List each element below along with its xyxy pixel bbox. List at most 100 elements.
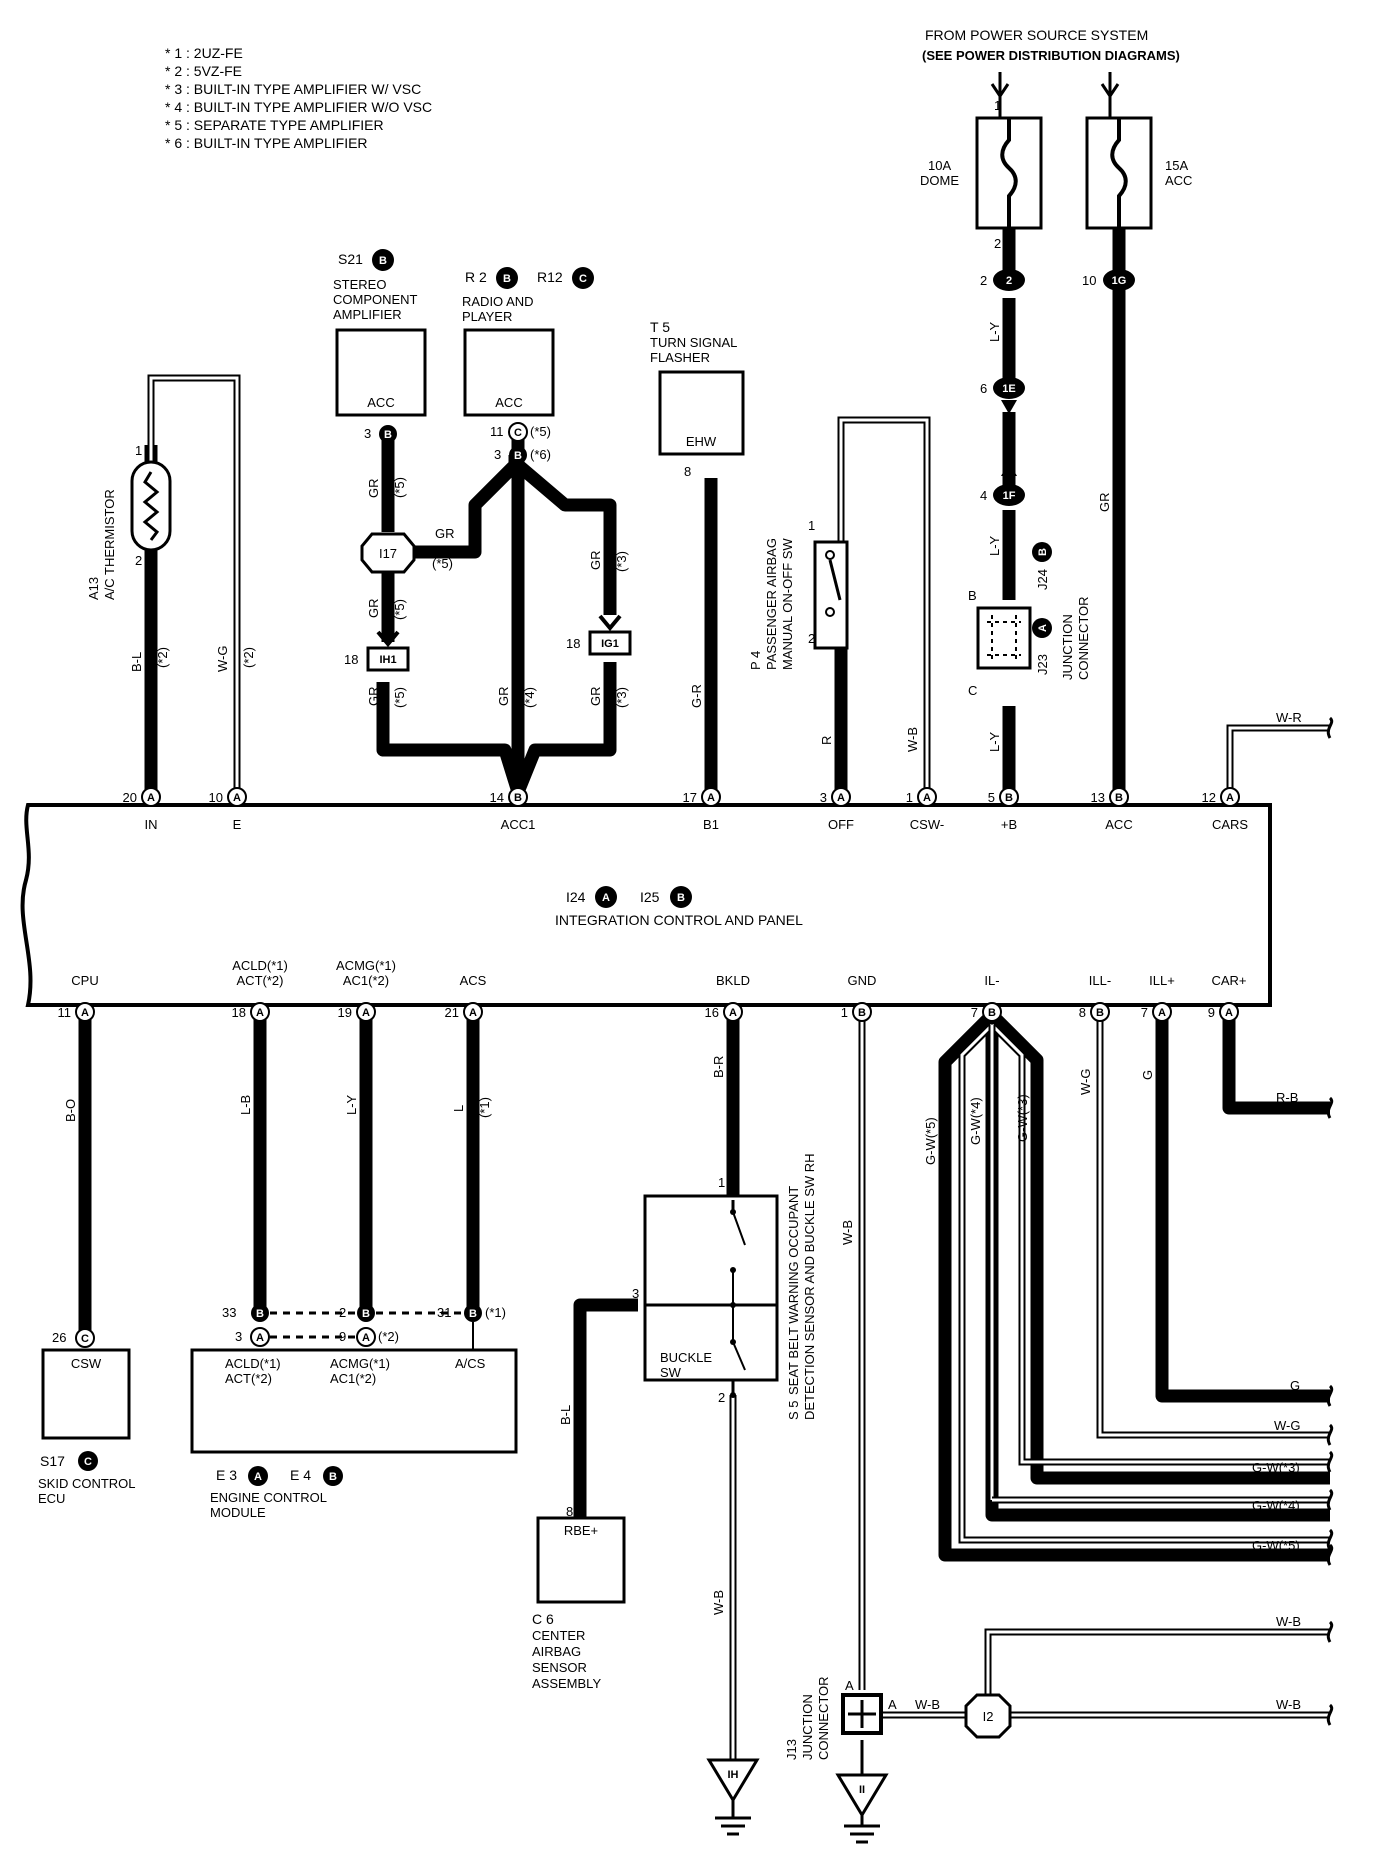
radio-conn-1: B <box>503 273 511 285</box>
connector-i17-label: I17 <box>379 546 397 561</box>
ecm-label-act: ACT(*2) <box>225 1371 272 1386</box>
skid-ecu-id: S17 <box>40 1453 65 1469</box>
radio-pin-b-conn: B <box>514 450 522 462</box>
pin-bottom-2-label2: AC1(*2) <box>343 973 389 988</box>
airbag-switch-pin1: 1 <box>808 518 815 533</box>
airbag-sensor-name-4: ASSEMBLY <box>532 1676 601 1691</box>
svg-text:B: B <box>469 1308 477 1320</box>
pin-bottom-5-connector <box>852 1002 872 1022</box>
pin-top-7-conn-letter: B <box>1115 792 1123 804</box>
radio-pin-label: ACC <box>495 395 522 410</box>
radio-id-1: R 2 <box>465 269 487 285</box>
pin-bottom-9-label: CAR+ <box>1211 973 1246 988</box>
amplifier-box <box>335 328 427 417</box>
pin-top-6-conn-letter: B <box>1005 792 1013 804</box>
main-unit-id-i25: I25 <box>640 889 660 905</box>
pin-top-8-connector <box>1220 787 1240 807</box>
amplifier-pin-label: ACC <box>367 395 394 410</box>
notes-legend: * 1 : 2UZ-FE * 2 : 5VZ-FE * 3 : BUILT-IN… <box>165 45 432 151</box>
junction-j13-id: J13 <box>784 1739 799 1760</box>
pin-top-5-conn-letter: A <box>923 792 931 804</box>
connector-2-pin: 2 <box>980 273 987 288</box>
wires <box>78 228 1330 1775</box>
seatbelt-pin2: 2 <box>718 1390 725 1405</box>
wire-label-ly-ecm: L-Y <box>344 1094 359 1115</box>
ecm-pin-b-2: 2 <box>339 1305 346 1320</box>
ecm-id-e3: E 3 <box>216 1467 237 1483</box>
fuse-dome-rating: 10A <box>928 158 951 173</box>
wire-label-ly2: L-Y <box>987 535 1002 556</box>
connector-1e-pin: 6 <box>980 381 987 396</box>
main-unit-conn-a: A <box>602 892 610 904</box>
pin-bottom-5-number: 1 <box>841 1005 848 1020</box>
note-4: * 4 : BUILT-IN TYPE AMPLIFIER W/O VSC <box>165 99 432 115</box>
junction-j23-box <box>976 606 1032 670</box>
pin-bottom-5-conn-letter: B <box>858 1007 866 1019</box>
main-unit-bottom-pins: A11CPUA18ACLD(*1)ACT(*2)A19ACMG(*1)AC1(*… <box>58 958 1247 1022</box>
main-unit-id: I24 A I25 B <box>566 886 692 908</box>
wire-label-gr-mid: GR <box>366 599 381 619</box>
connector-2-label: 2 <box>1006 275 1012 287</box>
note-3: * 3 : BUILT-IN TYPE AMPLIFIER W/ VSC <box>165 81 421 97</box>
main-unit-conn-b: B <box>677 892 685 904</box>
pin-top-6-number: 5 <box>988 790 995 805</box>
airbag-sensor-pin: 8 <box>566 1504 573 1519</box>
wire-label-wb-csw: W-B <box>905 727 920 752</box>
wire-label-gr-ig1: GR <box>588 551 603 571</box>
pin-bottom-7-connector <box>1090 1002 1110 1022</box>
wire-note-n3b: (*3) <box>614 687 629 708</box>
seatbelt-pin3: 3 <box>632 1286 639 1301</box>
ecm-pin-a-9-note: (*2) <box>378 1329 399 1344</box>
airbag-sensor-name-2: AIRBAG <box>532 1644 581 1659</box>
flasher-name-1: TURN SIGNAL <box>650 335 737 350</box>
fuse-acc-rating: 15A <box>1165 158 1188 173</box>
radio-conn-2: C <box>579 273 587 285</box>
wire-label-gw5: G-W(*5) <box>923 1117 938 1165</box>
pin-top-2-conn-letter: B <box>514 792 522 804</box>
pin-bottom-0-label: CPU <box>71 973 98 988</box>
pin-bottom-6-label: IL- <box>984 973 999 988</box>
wire-label-gw4: G-W(*4) <box>968 1097 983 1145</box>
airbag-sensor-box <box>536 1516 626 1604</box>
pin-bottom-2-number: 19 <box>338 1005 352 1020</box>
seatbelt-pin1: 1 <box>718 1175 725 1190</box>
fuse-dome-out-pin: 2 <box>994 236 1001 251</box>
pin-top-1-conn-letter: A <box>233 792 241 804</box>
note-5: * 5 : SEPARATE TYPE AMPLIFIER <box>165 117 384 133</box>
pin-bottom-9-number: 9 <box>1208 1005 1215 1020</box>
wire-note-n5d: (*5) <box>392 687 407 708</box>
main-unit-top-pins: A20INA10EB14ACC1A17B1A3OFFA1CSW-B5+BB13A… <box>123 787 1248 832</box>
wire-note-n4: (*4) <box>522 687 537 708</box>
radio-id-2: R12 <box>537 269 563 285</box>
amplifier-id: S21 <box>338 251 363 267</box>
fuse-dome-name: DOME <box>920 173 959 188</box>
ecm-label-acmg: ACMG(*1) <box>330 1356 390 1371</box>
wire-label-g-r: G-R <box>689 684 704 708</box>
pin-bottom-8-connector <box>1152 1002 1172 1022</box>
amplifier-name-2: COMPONENT <box>333 292 418 307</box>
pin-top-4-connector <box>831 787 851 807</box>
svg-text:B: B <box>256 1308 264 1320</box>
pin-top-8-label: CARS <box>1212 817 1248 832</box>
junction-j13-name-2: CONNECTOR <box>816 1676 831 1760</box>
ground-ii-label: II <box>859 1784 865 1796</box>
pin-bottom-2-conn-letter: A <box>362 1007 370 1019</box>
pin-bottom-5-label: GND <box>848 973 877 988</box>
pin-bottom-3-label: ACS <box>460 973 487 988</box>
radio-pin-b-note: (*6) <box>530 447 551 462</box>
junction-j23-conn-a: A <box>1037 624 1049 632</box>
fuse-acc-name: ACC <box>1165 173 1192 188</box>
seatbelt-id: S 5 <box>786 1400 801 1420</box>
integration-control-panel <box>20 803 1272 1007</box>
thermistor-name: A/C THERMISTOR <box>102 489 117 600</box>
junction-j13-name-1: JUNCTION <box>800 1694 815 1760</box>
airbag-sensor-name-3: SENSOR <box>532 1660 587 1675</box>
wire-note-n5b: (*5) <box>432 556 453 571</box>
pin-bottom-3-conn-letter: A <box>469 1007 477 1019</box>
connector-1f-label: 1F <box>1003 490 1016 502</box>
wire-label-g: G <box>1140 1070 1155 1080</box>
wire-label-r: R <box>819 736 834 745</box>
pin-top-8-conn-letter: A <box>1226 792 1234 804</box>
pin-top-4-label: OFF <box>828 817 854 832</box>
